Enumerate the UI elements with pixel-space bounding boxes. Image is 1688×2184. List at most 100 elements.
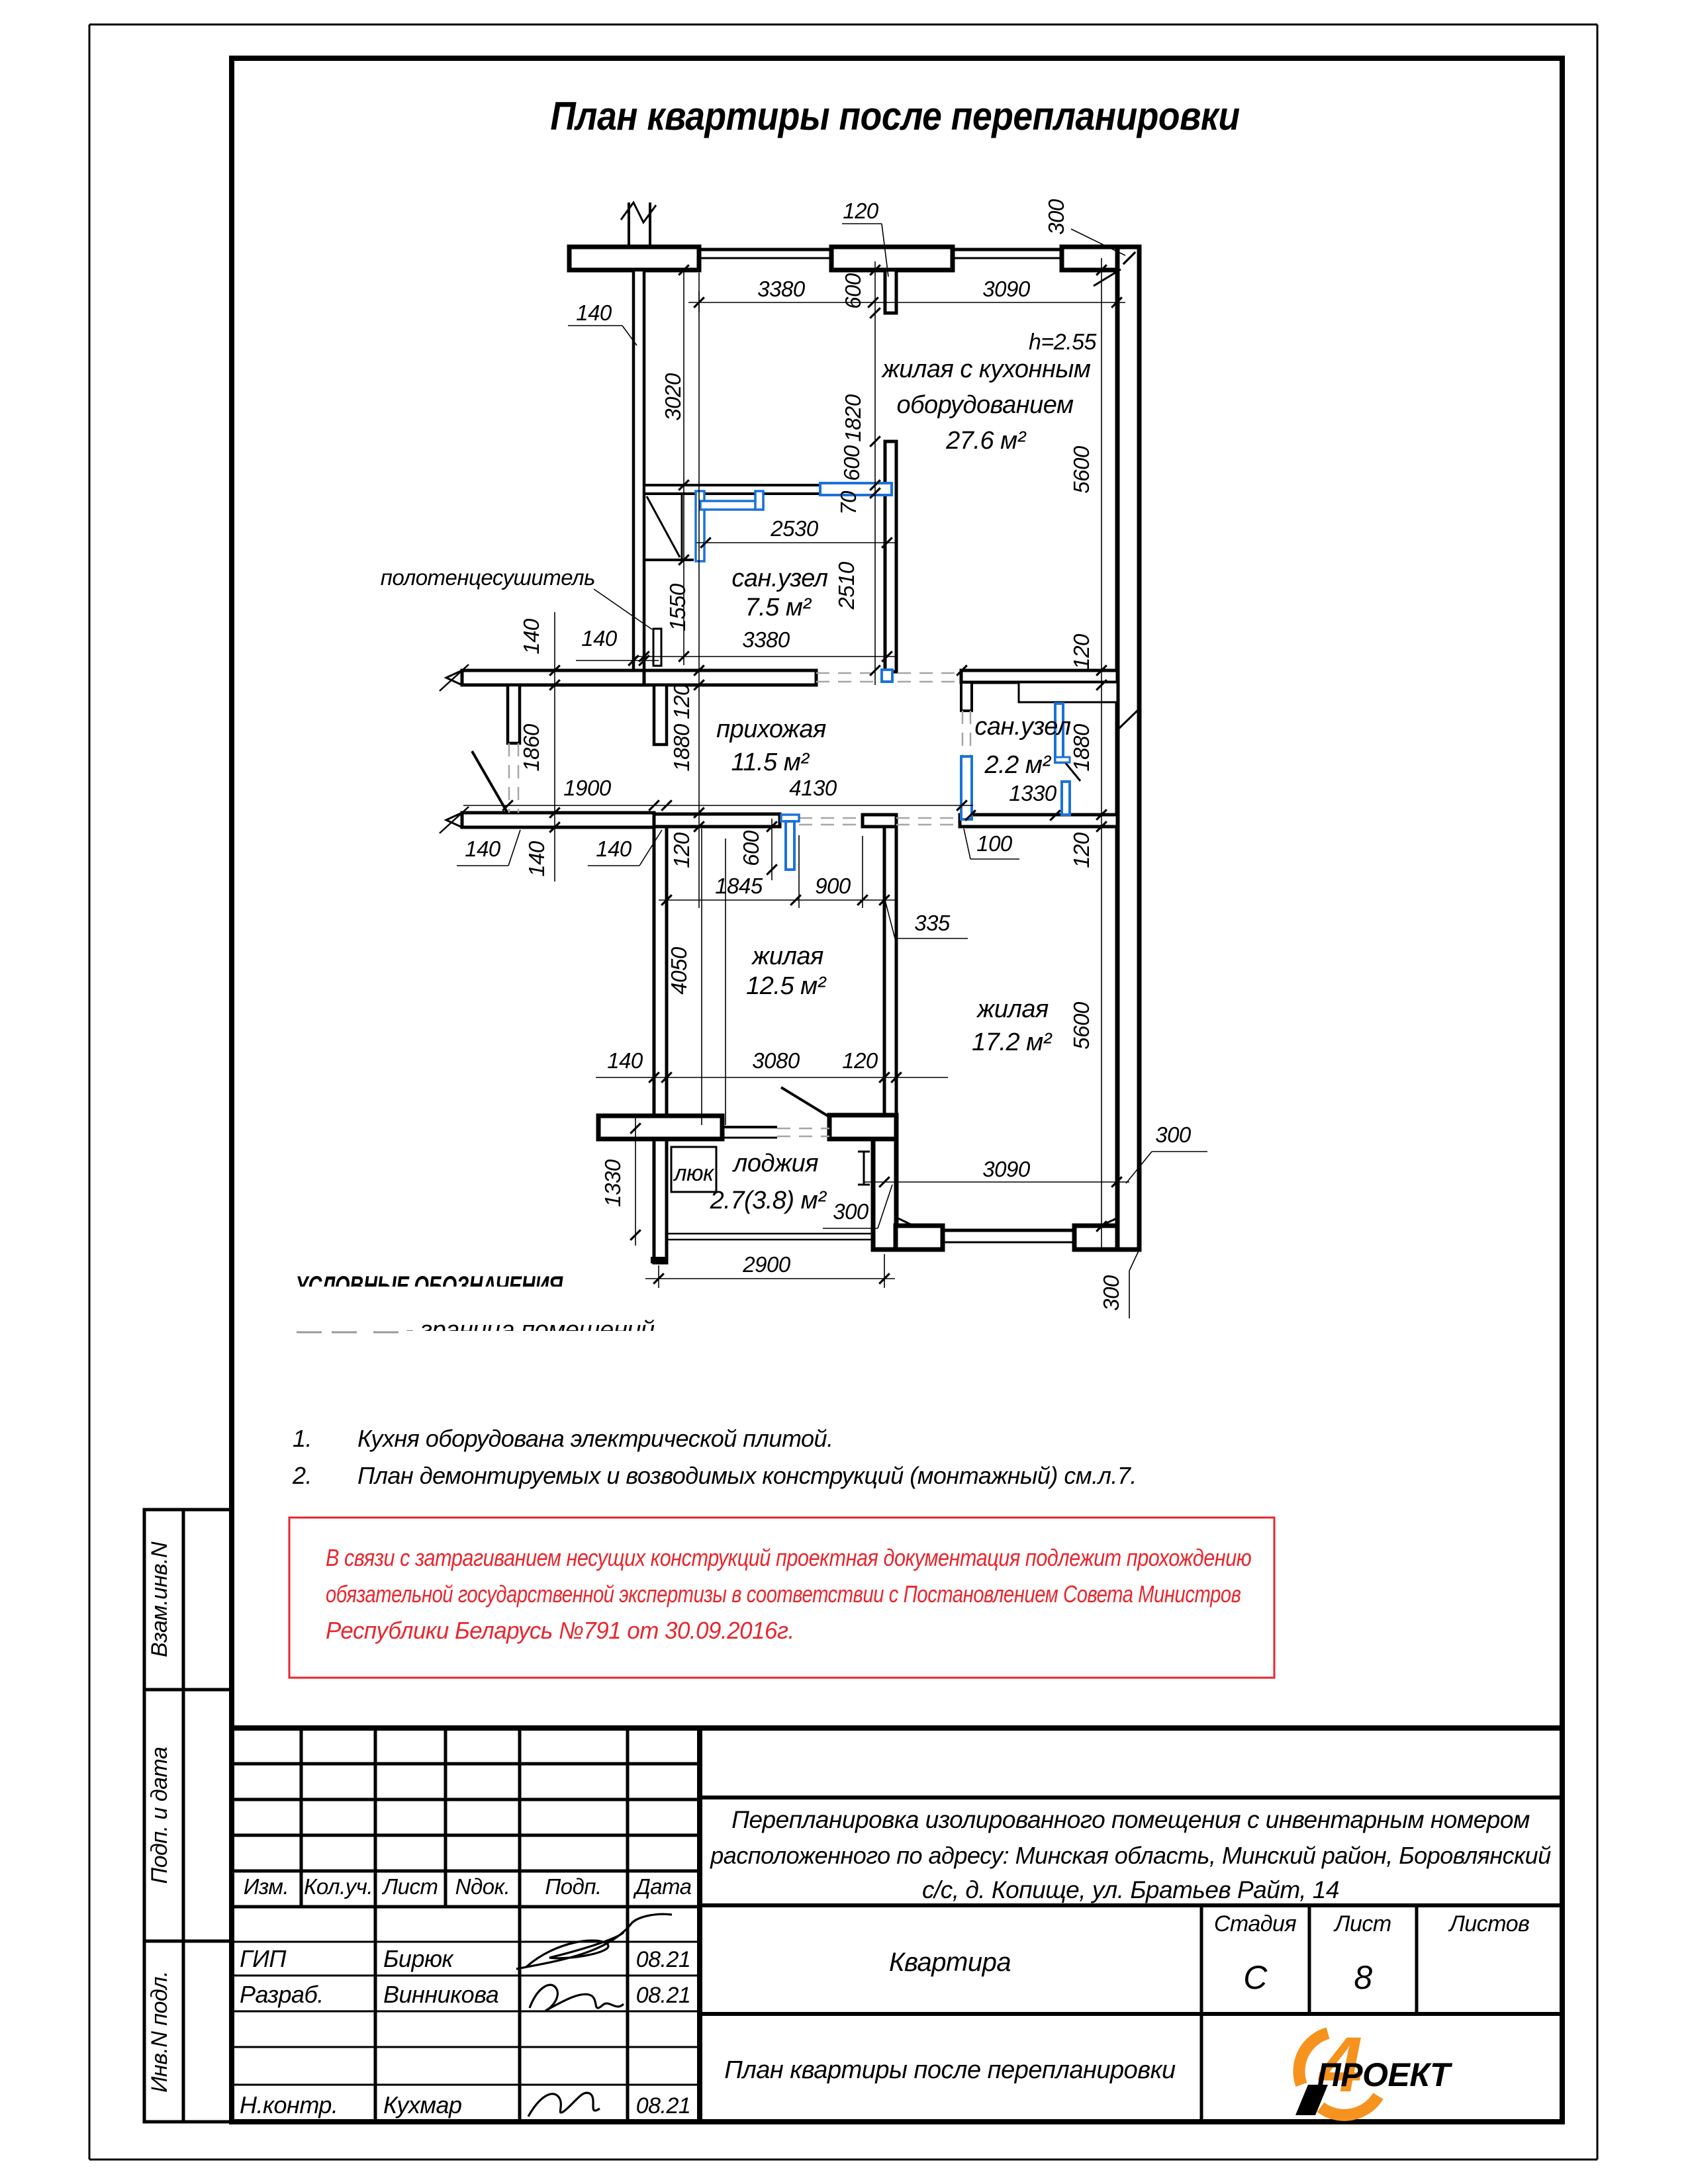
wall-break-arrow	[444, 811, 463, 829]
line	[877, 1184, 893, 1229]
dim-label: 5600	[1069, 445, 1094, 494]
dim-tick	[1111, 296, 1123, 308]
new-wall-blue	[880, 668, 894, 683]
wall-loggia-corner	[827, 1113, 899, 1142]
page-title: План квартиры после перепланировки	[550, 95, 1240, 139]
line	[1070, 228, 1126, 256]
dim-tick	[867, 296, 879, 308]
dim-tick	[628, 655, 639, 666]
line	[963, 828, 971, 860]
wall-hall-south	[652, 812, 782, 829]
room-label-loggia: лоджия	[732, 1150, 818, 1177]
dim-tick	[1096, 809, 1107, 821]
room-area-bath1: 7.5 м²	[745, 594, 812, 621]
signature-nkontr	[527, 2091, 600, 2117]
dim-label: 300	[1155, 1122, 1192, 1147]
dim-tick	[956, 799, 968, 811]
dim-tick	[881, 651, 893, 662]
room-area-room2: 17.2 м²	[972, 1028, 1053, 1056]
new-wall-blue	[1060, 780, 1071, 816]
dim-label: 120	[1069, 633, 1094, 670]
sidebar-label: Подп. и дата	[147, 1747, 172, 1884]
room-area-loggia: 2.7(3.8) м²	[710, 1187, 827, 1214]
dim-label: 4050	[667, 946, 691, 995]
dim-tick	[648, 1071, 660, 1083]
dim-label: 140	[524, 841, 549, 877]
wall-break-slash	[439, 664, 469, 692]
dim-tick	[1096, 821, 1107, 833]
dim-tick	[766, 821, 778, 833]
titleblock-stage-col: Лист	[1333, 1911, 1391, 1936]
dim-tick	[1049, 809, 1061, 821]
dim-label: 1330	[600, 1159, 625, 1207]
dim-tick	[693, 821, 705, 833]
new-wall-blue	[784, 820, 796, 871]
dim-tick	[661, 1071, 673, 1083]
dim-tick	[549, 664, 561, 676]
sidebar-label: Взам.инв.N	[147, 1541, 172, 1657]
dim-tick	[766, 864, 778, 876]
dim-label: 600	[839, 445, 864, 481]
dim-label: 600	[739, 830, 763, 866]
wall-break-slash	[439, 806, 469, 834]
dim-tick	[678, 479, 690, 491]
titleblock-subject: расположенного по адресу: Минская област…	[710, 1842, 1551, 1869]
wall-east-exterior	[1115, 244, 1142, 1252]
wall-hall-south-corner	[861, 813, 898, 829]
line	[508, 829, 521, 866]
label-hatch: люк	[673, 1161, 715, 1186]
legend-heading: УСЛОВНЫЕ ОБОЗНАЧЕНИЯ	[295, 1271, 564, 1301]
room-label-kitchen: оборудованием	[896, 391, 1074, 419]
titleblock-object: Квартира	[889, 1948, 1011, 1977]
dim-label: 2530	[770, 516, 819, 541]
wall-bath1-north	[643, 484, 821, 495]
dim-label: 1330	[1009, 781, 1057, 805]
dim-tick	[661, 799, 673, 811]
line	[639, 829, 663, 866]
dim-label: 300	[1099, 1275, 1123, 1311]
warning-text: обязательной государственной экспертизы …	[326, 1580, 1241, 1608]
loggia-hatch-box	[670, 1146, 718, 1193]
titleblock-name: Винникова	[383, 1981, 498, 2008]
wall-loggia-east	[870, 1136, 899, 1252]
room-height-note: h=2.55	[1029, 330, 1097, 355]
dim-label: 5600	[1069, 1001, 1094, 1050]
dim-label: 3090	[982, 1157, 1031, 1181]
sidebar-strip	[142, 1508, 233, 2124]
dim-label: 3020	[661, 373, 685, 421]
dim-label: 900	[815, 874, 851, 898]
logo-slash	[1295, 2085, 1328, 2115]
dim-label: 1860	[519, 723, 543, 772]
titleblock-col-data: Дата	[632, 1874, 691, 1899]
dim-label: 1845	[715, 874, 763, 898]
wall-hall-west-stub	[652, 683, 669, 747]
wall-pier-south-b	[1072, 1223, 1120, 1252]
dim-tick	[869, 435, 881, 447]
wall-stub-kitchen	[883, 268, 898, 315]
dim-tick	[638, 651, 650, 662]
dim-label: 120	[842, 1048, 878, 1073]
dim-tick	[678, 264, 690, 276]
dim-label: 120	[1069, 832, 1094, 868]
logo-swoosh-arc	[1293, 2027, 1330, 2087]
legend-heading: УСЛОВНЫЕ ОБОЗНАЧЕНИЯ	[295, 1271, 563, 1301]
new-wall-blue	[1054, 756, 1071, 764]
room-label-bath1: сан.узел	[731, 565, 827, 592]
dim-label: 2900	[742, 1252, 791, 1277]
dim-tick	[693, 807, 705, 819]
note-number: 1.	[293, 1425, 312, 1452]
dim-tick	[549, 807, 561, 819]
dim-tick	[878, 1176, 890, 1188]
line	[1125, 1151, 1152, 1184]
room-area-bath2: 2.2 м²	[984, 751, 1051, 779]
dim-label: 1880	[1069, 723, 1094, 772]
dim-label: 1880	[669, 723, 694, 772]
dim-tick	[881, 537, 893, 549]
warning-text: обязательной государственной экспертизы …	[326, 1580, 1241, 1608]
dim-tick	[890, 1071, 902, 1083]
titleblock-date: 08.21	[636, 1983, 691, 2008]
wall-pier-north-a	[567, 244, 702, 273]
room-label-kitchen: жилая с кухонным	[881, 355, 1091, 383]
note-text: План демонтируемых и возводимых конструк…	[357, 1462, 1137, 1489]
